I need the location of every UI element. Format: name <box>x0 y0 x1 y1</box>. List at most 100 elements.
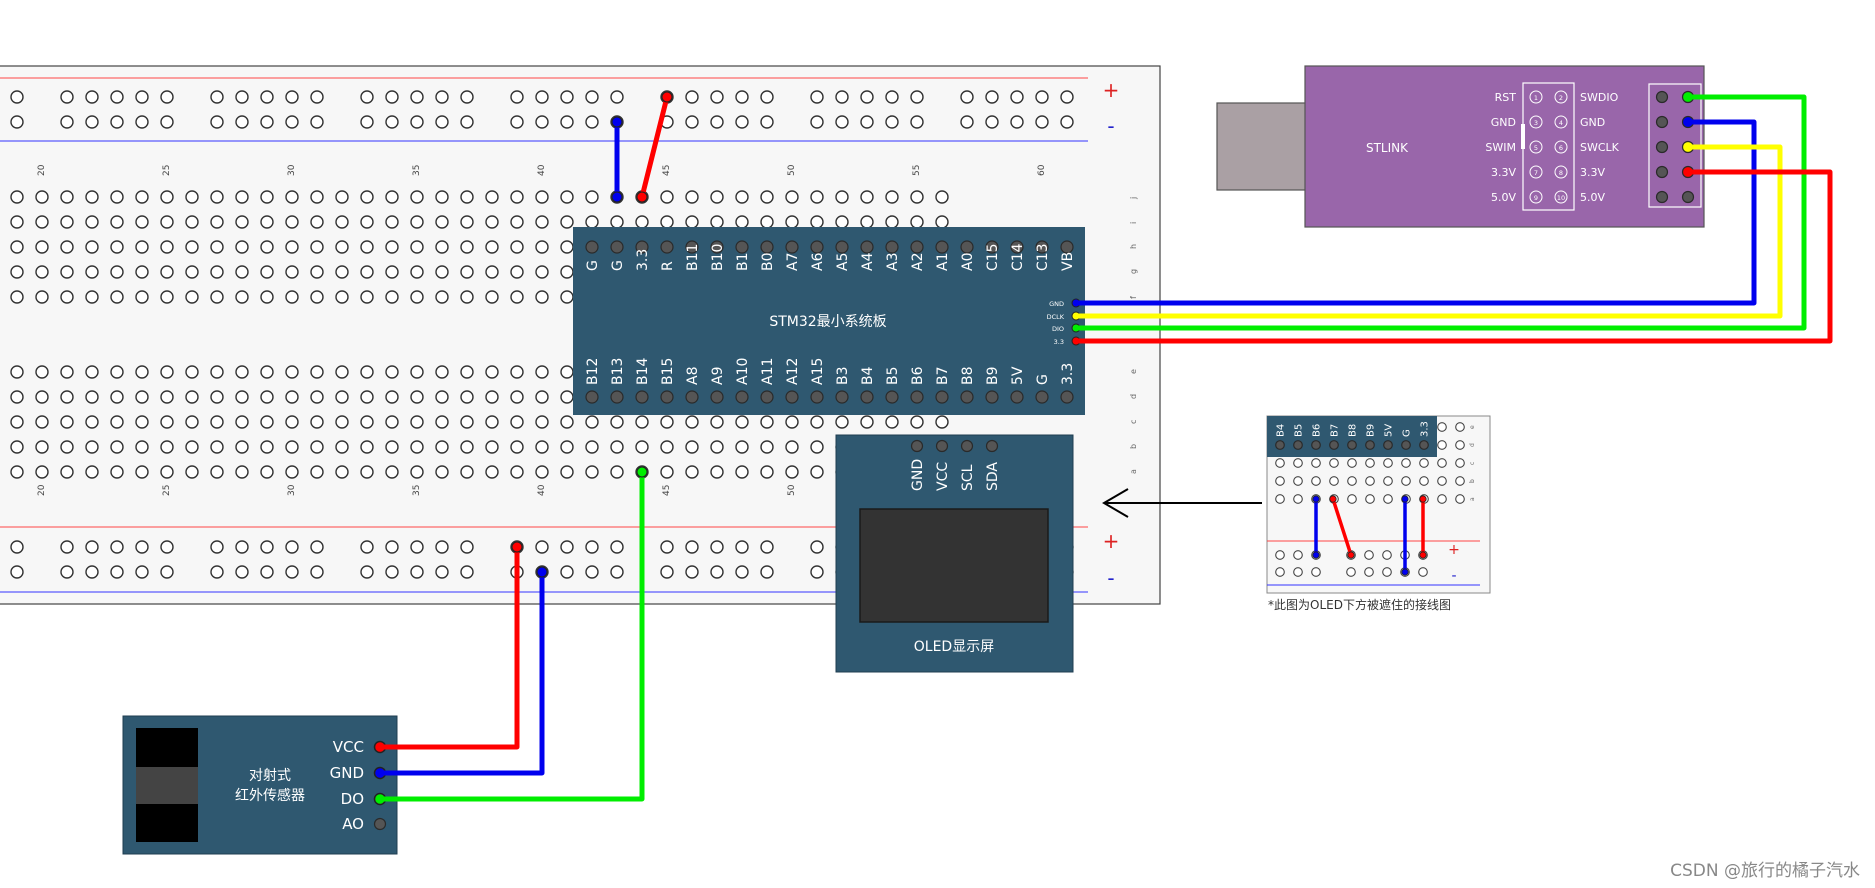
breadboard-hole <box>185 265 199 279</box>
rail-hole <box>235 90 249 104</box>
breadboard-hole <box>635 415 649 429</box>
breadboard-hole <box>210 440 224 454</box>
inset-hole <box>1437 494 1447 504</box>
breadboard-wire-end <box>611 191 623 203</box>
breadboard-hole <box>585 190 599 204</box>
rail-hole <box>1010 90 1024 104</box>
breadboard-hole <box>760 190 774 204</box>
breadboard-hole <box>160 415 174 429</box>
breadboard-hole <box>210 190 224 204</box>
oled-pin-sda <box>985 439 999 453</box>
breadboard-hole <box>560 365 574 379</box>
breadboard-hole <box>285 440 299 454</box>
breadboard-hole <box>35 265 49 279</box>
breadboard-hole <box>360 365 374 379</box>
breadboard-hole <box>160 365 174 379</box>
breadboard-hole <box>185 215 199 229</box>
stlink-usb-plug <box>1216 102 1307 191</box>
inset-pin <box>1347 440 1357 450</box>
stm32-bottom-pin-label: B14 <box>635 357 651 385</box>
breadboard-hole <box>935 415 949 429</box>
inset-hole <box>1365 494 1375 504</box>
breadboard-hole <box>535 290 549 304</box>
breadboard-hole <box>235 240 249 254</box>
breadboard-hole <box>835 215 849 229</box>
rail-hole <box>560 90 574 104</box>
stlink-left-label: GND <box>1491 116 1516 129</box>
stm32-bottom-pin <box>910 390 924 404</box>
sensor-title-line2: 红外传感器 <box>235 787 305 804</box>
breadboard-hole <box>260 415 274 429</box>
breadboard-hole <box>35 240 49 254</box>
breadboard-hole <box>10 365 24 379</box>
breadboard-hole <box>360 390 374 404</box>
breadboard-hole <box>585 415 599 429</box>
breadboard-hole <box>35 415 49 429</box>
stlink-pin-marker <box>1554 90 1568 104</box>
stlink-right-label: GND <box>1580 116 1605 129</box>
stm32-top-pin-label: A1 <box>935 253 951 271</box>
rail-hole <box>1035 115 1049 129</box>
rail-hole <box>60 565 74 579</box>
rail-hole <box>585 115 599 129</box>
breadboard-wire-end <box>536 566 548 578</box>
breadboard-hole <box>360 265 374 279</box>
stm32-top-pin-label: 3.3 <box>635 249 651 271</box>
col-number-60-top: 60 <box>1037 164 1047 176</box>
stm32-bottom-pin <box>1035 390 1049 404</box>
inset-hole <box>1419 476 1429 486</box>
rail-hole <box>385 565 399 579</box>
inset-wire-end <box>1312 495 1320 503</box>
breadboard-hole <box>660 215 674 229</box>
rail-hole <box>85 115 99 129</box>
row-letter-d: d <box>1129 394 1138 399</box>
breadboard-hole <box>260 390 274 404</box>
breadboard-hole <box>285 265 299 279</box>
stlink-header-pin <box>1655 90 1669 104</box>
inset-pin-label: G <box>1402 429 1413 437</box>
breadboard-hole <box>860 190 874 204</box>
stlink-pin-marker <box>1554 165 1568 179</box>
stm32-top-pin-label: A7 <box>785 253 801 271</box>
row-letter-h: h <box>1129 244 1138 249</box>
col-number-40-top: 40 <box>537 164 547 176</box>
breadboard-hole <box>185 465 199 479</box>
rail-hole <box>160 540 174 554</box>
stm32-top-pin-label: C14 <box>1010 243 1026 271</box>
breadboard-hole <box>785 215 799 229</box>
stlink-right-label: SWCLK <box>1580 141 1620 154</box>
breadboard-hole <box>335 215 349 229</box>
stm32-bottom-pin <box>585 390 599 404</box>
rail-hole <box>360 115 374 129</box>
breadboard-hole <box>535 190 549 204</box>
breadboard-hole <box>310 440 324 454</box>
breadboard-hole <box>310 390 324 404</box>
rail-hole <box>560 540 574 554</box>
rail-hole <box>85 90 99 104</box>
inset-pin <box>1311 440 1321 450</box>
col-number-45-top: 45 <box>662 165 672 176</box>
breadboard-hole <box>35 465 49 479</box>
stlink-body <box>1304 65 1705 228</box>
inset-rail-hole <box>1382 567 1392 577</box>
breadboard-hole <box>560 190 574 204</box>
breadboard-hole <box>10 265 24 279</box>
breadboard-hole <box>110 440 124 454</box>
breadboard-hole <box>360 215 374 229</box>
oled-pin-vcc <box>935 439 949 453</box>
rail-hole <box>585 90 599 104</box>
breadboard-hole <box>260 465 274 479</box>
inset-pointer-arrow <box>1102 488 1262 518</box>
rail-hole <box>435 90 449 104</box>
breadboard-hole <box>110 190 124 204</box>
stm32-top-pin-label: A3 <box>885 253 901 271</box>
watermark: CSDN @旅行的橘子汽水 <box>1670 861 1860 881</box>
breadboard-hole <box>110 390 124 404</box>
inset-hole <box>1347 476 1357 486</box>
stm32-top-pin-label: A4 <box>860 252 876 271</box>
stm32-top-pin-label: B11 <box>685 244 701 271</box>
inset-rail-hole <box>1364 567 1374 577</box>
stm32-swd-gnd-label: GND <box>1049 300 1064 308</box>
